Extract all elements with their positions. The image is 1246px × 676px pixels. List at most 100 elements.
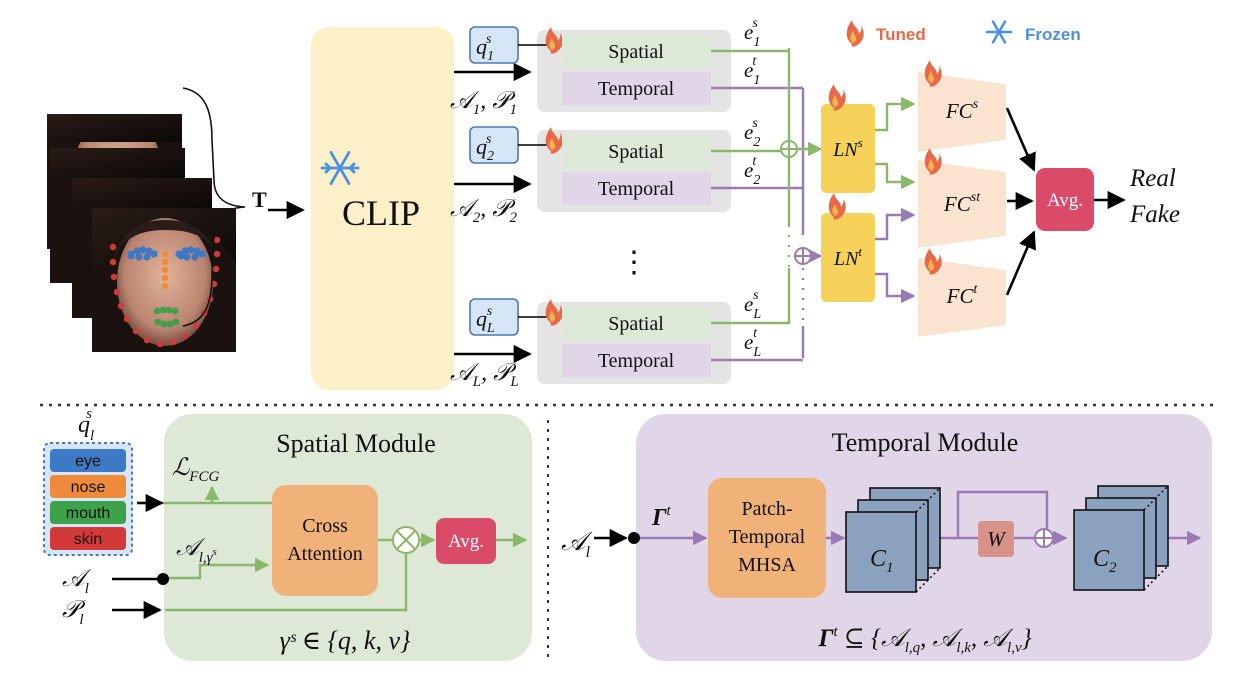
fc-t-sup: t [973,282,978,297]
sum-icon [1034,528,1054,548]
layer-attention-label: 𝒜1, 𝒫1 [450,88,517,118]
svg-text:LNs: LNs [832,135,863,161]
flame-icon [924,248,942,275]
spatial-avg-block: Avg. [436,518,496,564]
e-spatial-label: eLs [744,288,761,322]
cross-attention-line2: Attention [287,543,363,565]
temporal-label: Temporal [598,350,675,372]
fc-to-avg-arrows [1005,107,1036,296]
legend-tuned-label: Tuned [876,25,926,44]
a-l-label: 𝒜l [62,566,92,597]
sum-icon [780,140,798,158]
spatial-label: Spatial [608,41,664,63]
snowflake-icon [985,20,1013,44]
temporal-gamma-formula: Γt ⊆ {𝒜l,q, 𝒜l,k, 𝒜l,v} [817,624,1031,656]
layer-query-box: q1s [469,26,519,64]
loss-label: ℒFCG [172,455,219,485]
c1-label: C1 [870,546,894,576]
mhsa-line1: Patch- [741,498,792,520]
e-spatial-label: e1s [744,16,760,50]
spatial-module-title: Spatial Module [276,429,436,458]
c2-feature-stack [1073,485,1169,591]
ln-s-base: LN [832,139,859,161]
spatial-gamma-formula: γˢ ∈ {q, k, v} [280,626,411,655]
c1-feature-stack [845,487,941,593]
mhsa-line3: MHSA [738,554,796,576]
output-real: Real [1129,165,1176,192]
frame-brace [182,87,246,327]
query-label: qls [78,406,94,444]
flame-icon [828,84,846,111]
layer-spatial-box: Spatial [562,307,711,340]
w-label: W [987,527,1007,551]
flame-icon [545,27,563,54]
spatial-label: Spatial [608,141,664,163]
fc-spatial: FCs [918,72,1006,152]
ln-spatial: LNs [821,104,875,193]
svg-text:FCt: FCt [946,282,979,308]
flame-icon [828,193,846,220]
eye-landmarks [127,246,206,261]
svg-text:FCst: FCst [943,190,981,216]
clip-block [311,27,454,390]
ln-s-sup: s [858,135,863,150]
layer-query-box: qLs [469,298,519,336]
fc-spatiotemporal: FCst [918,160,1006,248]
query-item-label: nose [71,479,106,496]
fc-s-sup: s [973,97,979,112]
c2-label: C2 [1093,546,1117,576]
layer-ellipsis: ⋮ [619,246,649,279]
cross-attention-line1: Cross [302,515,348,537]
ln-temporal: LNt [821,213,875,302]
output-fake: Fake [1129,201,1180,228]
w-block: W [978,521,1014,557]
query-item-label: eye [75,453,101,470]
input-frames [47,114,236,352]
temporal-input-label: 𝒜l [561,527,593,561]
e-spatial-label: e2s [744,116,760,150]
temporal-module-title: Temporal Module [832,428,1019,457]
clip-encoder: CLIP [311,27,454,390]
layer-spatial-box: Spatial [562,35,711,68]
layer-temporal-box: Temporal [562,72,711,105]
flame-icon [846,20,864,47]
query-list: eye nose mouth skin [50,449,126,550]
query-item-skin: skin [50,527,126,550]
layer-temporal-box: Temporal [562,344,711,377]
flame-icon [924,148,942,175]
nose-landmarks [161,250,169,290]
layer-spatial-box: Spatial [562,135,711,168]
head-avg-label: Avg. [1047,190,1083,211]
temporal-label: Temporal [598,78,675,100]
e-temporal-label: eLt [744,326,761,360]
query-item-mouth: mouth [50,501,126,524]
flame-icon [545,127,563,154]
clip-label: CLIP [342,193,420,233]
cross-attention-block: Cross Attention [272,485,378,596]
fc-s-base: FC [945,99,974,123]
flame-icon [924,60,942,87]
query-item-nose: nose [50,475,126,498]
ln-t-base: LN [833,248,860,270]
sum-icon [794,247,812,265]
spatial-avg-label: Avg. [448,531,484,552]
multiply-icon [392,526,420,554]
svg-text:LNt: LNt [833,244,862,270]
fc-st-base: FC [943,192,972,216]
flame-icon [545,299,563,326]
ln-t-sup: t [858,244,862,259]
spatial-module: Spatial Module qls eye nose mouth skin ℒFCG… [43,406,532,661]
e-temporal-label: e1t [744,54,760,88]
mouth-landmarks [153,306,180,328]
temporal-junction-dot [628,532,640,544]
layer-query-box: q2s [469,126,519,164]
svg-text:qLs: qLs [476,304,495,336]
snowflake-icon [320,150,360,186]
fc-t-base: FC [946,284,975,308]
query-item-label: skin [74,531,102,548]
